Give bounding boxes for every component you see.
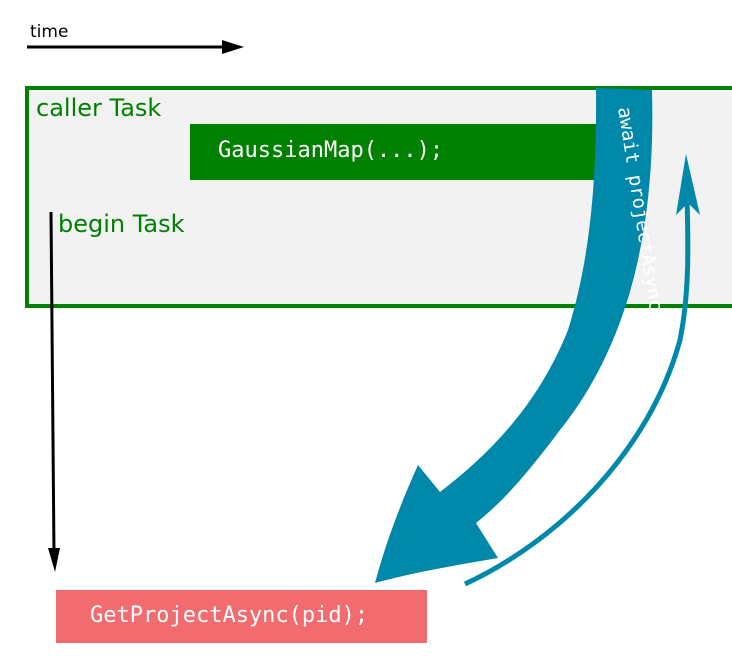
await-arrow-icon xyxy=(375,88,653,583)
begin-task-arrow-icon xyxy=(48,211,60,572)
caller-task-label: caller Task xyxy=(36,94,162,122)
time-axis-label: time xyxy=(30,22,69,42)
begin-task-label: begin Task xyxy=(58,210,185,238)
get-project-block xyxy=(56,590,427,643)
time-arrow-icon xyxy=(27,40,244,54)
return-arrow-icon xyxy=(463,154,700,587)
gaussian-map-code: GaussianMap(...); xyxy=(218,138,444,163)
get-project-code: GetProjectAsync(pid); xyxy=(90,603,369,628)
gaussian-map-block xyxy=(190,124,600,180)
